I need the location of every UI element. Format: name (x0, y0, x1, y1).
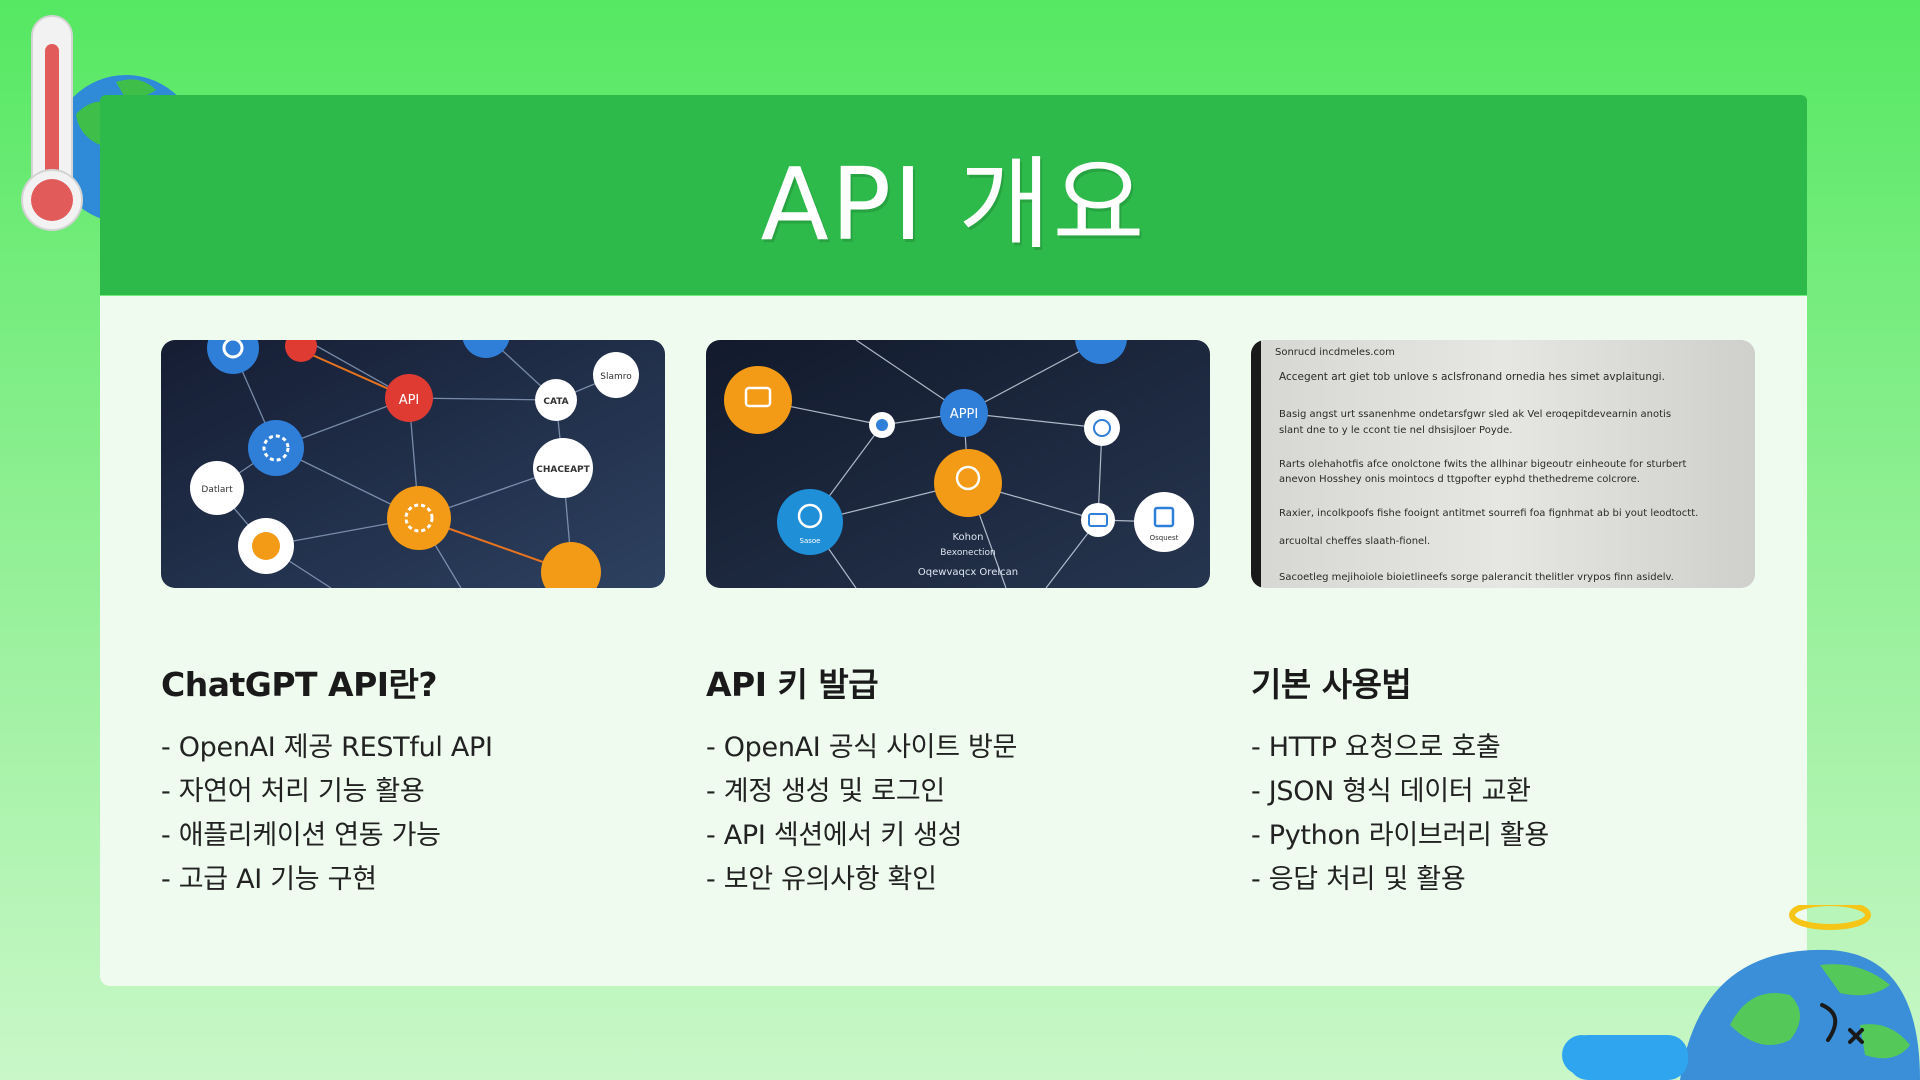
list-item: - 응답 처리 및 활용 (1251, 864, 1466, 895)
doc-line: anevon Hosshey onis mointocs d ttgpofter… (1279, 474, 1640, 485)
node-label-kohon: Kohon (953, 532, 984, 543)
list-item: - OpenAI 제공 RESTful API (161, 732, 493, 763)
column-api-key: APPI Sasoe Osquest Kohon Bexonection Oqe… (706, 340, 1210, 902)
node-label-bexonection: Bexonection (940, 548, 996, 558)
list-item: - 보안 유의사항 확인 (706, 864, 937, 895)
bullet-list: - HTTP 요청으로 호출 - JSON 형식 데이터 교환 - Python… (1251, 726, 1755, 902)
list-item: - OpenAI 공식 사이트 방문 (706, 732, 1018, 763)
doc-line: Rarts olehahotfis afce onolctone fwits t… (1279, 459, 1687, 470)
doc-line: Raxier, incolkpoofs fishe fooignt antitm… (1279, 508, 1698, 519)
node-label-datlart: Datlart (201, 485, 233, 495)
list-item: - 계정 생성 및 로그인 (706, 776, 945, 807)
globe-halo-decoration (1562, 905, 1920, 1080)
slide-title: API 개요 (760, 145, 1147, 263)
list-item: - 자연어 처리 기능 활용 (161, 776, 425, 807)
list-item: - Python 라이브러리 활용 (1251, 820, 1549, 851)
node-label-sasoe: Sasoe (800, 537, 821, 545)
column-heading: API 키 발급 (706, 665, 879, 704)
doc-line: Accegent art giet tob unlove s aclsfrona… (1279, 371, 1665, 383)
column-heading: 기본 사용법 (1251, 665, 1412, 704)
node-label-osquest: Osquest (1150, 534, 1179, 542)
document-photo-image: Sonrucd incdmeles.com Accegent art giet … (1251, 340, 1755, 588)
node-label-chaceapt: CHACEAPT (536, 465, 590, 475)
column-heading: ChatGPT API란? (161, 665, 438, 704)
network-diagram-image-1: API CATA Slamro CHACEAPT Datlart (161, 340, 665, 588)
doc-line: Basig angst urt ssanenhme ondetarsfgwr s… (1279, 409, 1671, 420)
list-item: - 고급 AI 기능 구현 (161, 864, 377, 895)
node-label-oqewvaqcx: Oqewvaqcx Orelcan (918, 567, 1018, 578)
bullet-list: - OpenAI 공식 사이트 방문 - 계정 생성 및 로그인 - API 섹… (706, 726, 1210, 902)
list-item: - 애플리케이션 연동 가능 (161, 820, 441, 851)
doc-line: arcuoltal cheffes slaath-fionel. (1279, 536, 1430, 547)
list-item: - HTTP 요청으로 호출 (1251, 732, 1501, 763)
bullet-list: - OpenAI 제공 RESTful API - 자연어 처리 기능 활용 -… (161, 726, 665, 902)
column-chatgpt-api: API CATA Slamro CHACEAPT Datlart ChatGPT… (161, 340, 665, 902)
content-panel: API CATA Slamro CHACEAPT Datlart ChatGPT… (100, 296, 1807, 986)
network-diagram-image-2: APPI Sasoe Osquest Kohon Bexonection Oqe… (706, 340, 1210, 588)
doc-line: slant dne to y le ccont tie nel dhsisjlo… (1279, 425, 1512, 436)
doc-line: Sonrucd incdmeles.com (1275, 347, 1395, 358)
list-item: - JSON 형식 데이터 교환 (1251, 776, 1531, 807)
slide-header: API 개요 (100, 95, 1807, 295)
column-basic-usage: Sonrucd incdmeles.com Accegent art giet … (1251, 340, 1755, 902)
node-label-cata: CATA (543, 397, 568, 407)
node-label-appi: APPI (950, 407, 978, 422)
node-label-slamro: Slamro (600, 372, 632, 382)
list-item: - API 섹션에서 키 생성 (706, 820, 963, 851)
node-label-api: API (399, 393, 420, 408)
doc-line: Sacoetleg mejihoiole bioietlineefs sorge… (1279, 572, 1674, 583)
